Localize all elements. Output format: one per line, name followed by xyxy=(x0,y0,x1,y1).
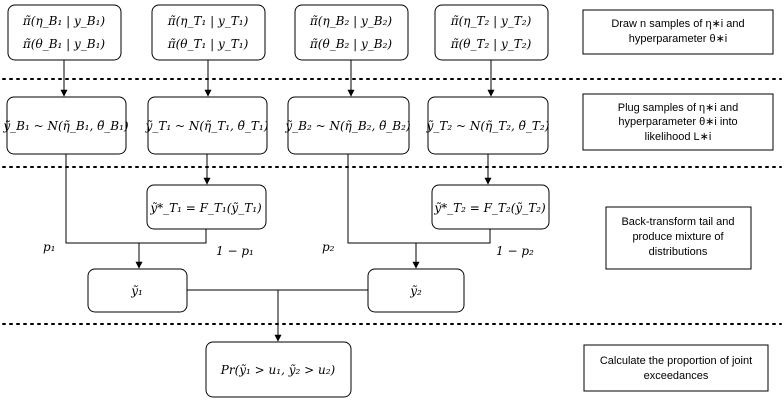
mixture-box-y1: ỹ₁ xyxy=(87,268,188,313)
posterior-eta-t2: π̃(η_T₂ | y_T₂) xyxy=(450,14,532,28)
note-plug-line1: Plug samples of η∗i and xyxy=(618,102,739,114)
backtransform-box-t2: ỹ*_T₂ = F_T₂(ỹ_T₂) xyxy=(431,184,550,230)
likelihood-box-b1: ỹ_B₁ ~ N(η̃_B₁, θ̃_B₁) xyxy=(2,96,129,155)
weight-p1: p₁ xyxy=(43,240,56,254)
posterior-theta-t1: π̃(θ_T₁ | y_T₁) xyxy=(167,37,249,51)
likelihood-box-t1: ỹ_T₁ ~ N(η̃_T₁, θ̃_T₁) xyxy=(145,96,269,155)
posterior-eta-b2: π̃(η_B₂ | y_B₂) xyxy=(309,14,392,28)
mixture-y1-text: ỹ₁ xyxy=(130,284,143,298)
note-backtransform: Back-transform tail and produce mixture … xyxy=(605,206,752,270)
connector-t2-mixture xyxy=(416,229,491,244)
backtransform-t2-text: ỹ*_T₂ = F_T₂(ỹ_T₂) xyxy=(433,201,546,215)
posterior-box-t2: π̃(η_T₂ | y_T₂) π̃(θ_T₂ | y_T₂) xyxy=(434,4,549,61)
posterior-box-t1: π̃(η_T₁ | y_T₁) π̃(θ_T₁ | y_T₁) xyxy=(151,4,266,61)
posterior-box-b2: π̃(η_B₂ | y_B₂) π̃(θ_B₂ | y_B₂) xyxy=(294,4,409,61)
weight-one-minus-p1: 1 − p₁ xyxy=(216,244,254,258)
posterior-box-b1: π̃(η_B₁ | y_B₁) π̃(θ_B₁ | y_B₁) xyxy=(7,4,122,61)
note-joint-line2: exceedances xyxy=(644,370,709,382)
likelihood-t2-text: ỹ_T₂ ~ N(η̃_T₂, θ̃_T₂) xyxy=(426,119,550,133)
posterior-theta-b2: π̃(θ_B₂ | y_B₂) xyxy=(309,37,393,51)
likelihood-b2-text: ỹ_B₂ ~ N(η̃_B₂, θ̃_B₂) xyxy=(284,119,411,133)
likelihood-b1-text: ỹ_B₁ ~ N(η̃_B₁, θ̃_B₁) xyxy=(2,119,129,133)
note-back-line2: produce mixture of xyxy=(632,231,724,243)
note-back-line1: Back-transform tail and xyxy=(621,216,734,228)
backtransform-t1-text: ỹ*_T₁ = F_T₁(ỹ_T₁) xyxy=(149,201,262,215)
weight-p2: p₂ xyxy=(322,240,335,254)
note-plug-line2: hyperparameter θ∗i into xyxy=(618,116,737,128)
posterior-eta-t1: π̃(η_T₁ | y_T₁) xyxy=(167,14,249,28)
likelihood-box-t2: ỹ_T₂ ~ N(η̃_T₂, θ̃_T₂) xyxy=(426,96,550,155)
weight-one-minus-p2: 1 − p₂ xyxy=(496,244,534,258)
connector-t1-mixture xyxy=(139,229,207,244)
note-joint-exceedance: Calculate the proportion of joint exceed… xyxy=(583,344,769,392)
joint-exceedance-text: Pr(ỹ₁ > u₁, ỹ₂ > u₂) xyxy=(220,363,336,377)
connector-b2-mixture xyxy=(347,154,416,244)
note-joint-line1: Calculate the proportion of joint xyxy=(600,355,752,367)
note-plug-samples: Plug samples of η∗i and hyperparameter θ… xyxy=(582,93,774,151)
posterior-eta-b1: π̃(η_B₁ | y_B₁) xyxy=(22,14,105,28)
mixture-box-y2: ỹ₂ xyxy=(367,268,465,313)
posterior-theta-t2: π̃(θ_T₂ | y_T₂) xyxy=(450,37,532,51)
likelihood-t1-text: ỹ_T₁ ~ N(η̃_T₁, θ̃_T₁) xyxy=(145,119,269,133)
connector-b1-mixture xyxy=(65,154,139,244)
joint-exceedance-box: Pr(ỹ₁ > u₁, ỹ₂ > u₂) xyxy=(205,341,352,398)
note-plug-line3: likelihood L∗i xyxy=(645,131,712,143)
likelihood-box-b2: ỹ_B₂ ~ N(η̃_B₂, θ̃_B₂) xyxy=(284,96,411,155)
note-draw-line2: hyperparameter θ∗i xyxy=(629,33,727,45)
mixture-y2-text: ỹ₂ xyxy=(409,284,422,298)
note-draw-line1: Draw n samples of η∗i and xyxy=(611,18,744,30)
note-back-line3: distributions xyxy=(649,246,708,258)
backtransform-box-t1: ỹ*_T₁ = F_T₁(ỹ_T₁) xyxy=(146,184,267,230)
posterior-theta-b1: π̃(θ_B₁ | y_B₁) xyxy=(22,37,106,51)
note-draw-samples: Draw n samples of η∗i and hyperparameter… xyxy=(582,9,774,55)
